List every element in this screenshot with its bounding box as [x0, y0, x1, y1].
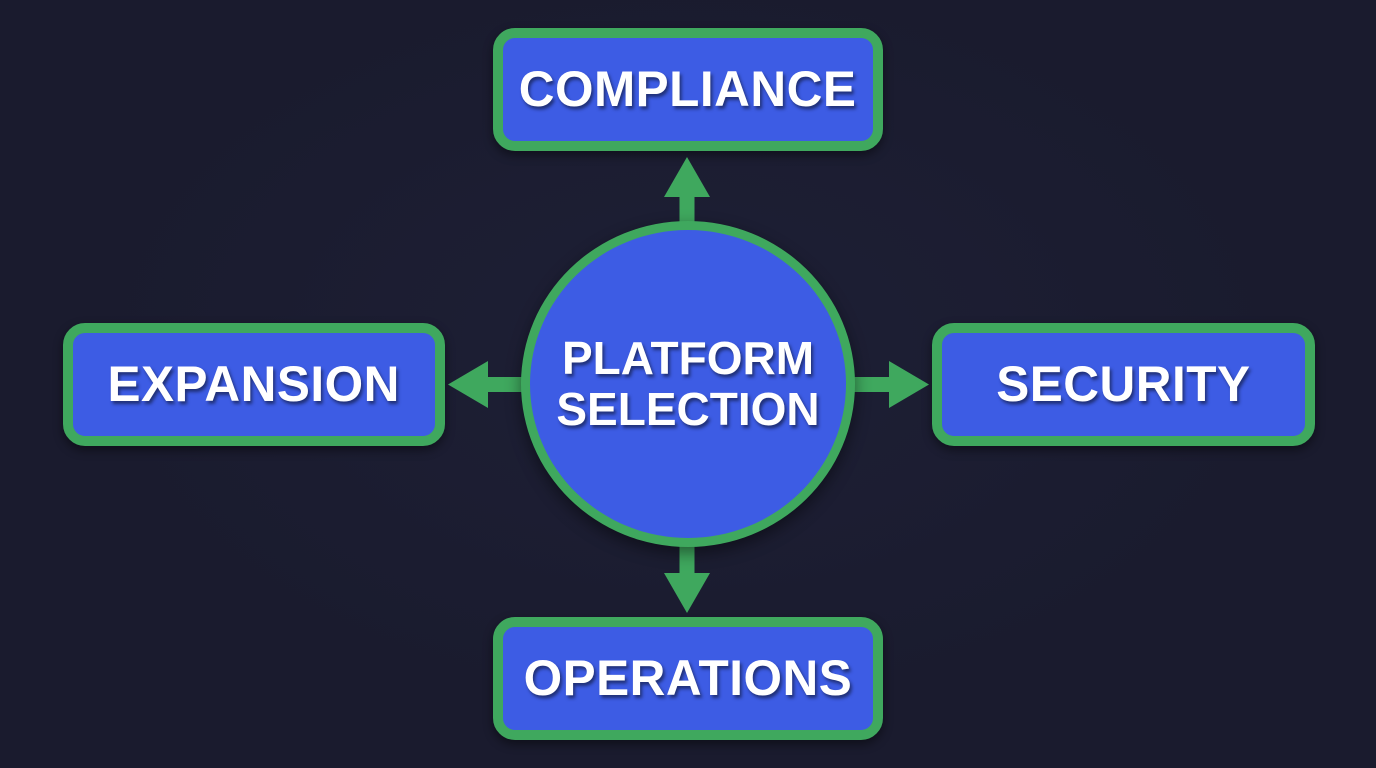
node-platform-selection-label-line2: SELECTION: [556, 383, 820, 435]
node-compliance-label: COMPLIANCE: [519, 61, 857, 117]
node-operations[interactable]: OPERATIONS: [493, 617, 883, 740]
node-expansion-label: EXPANSION: [107, 356, 401, 412]
arrow-left-to-expansion: [448, 361, 531, 408]
node-operations-label: OPERATIONS: [523, 650, 853, 706]
node-platform-selection[interactable]: PLATFORM SELECTION: [521, 221, 855, 547]
arrow-right-to-security: [846, 361, 929, 408]
node-platform-selection-label-line1: PLATFORM: [561, 332, 815, 385]
node-security[interactable]: SECURITY: [932, 323, 1315, 446]
node-compliance[interactable]: COMPLIANCE: [493, 28, 883, 151]
node-security-label: SECURITY: [996, 356, 1251, 412]
node-expansion[interactable]: EXPANSION: [63, 323, 445, 446]
